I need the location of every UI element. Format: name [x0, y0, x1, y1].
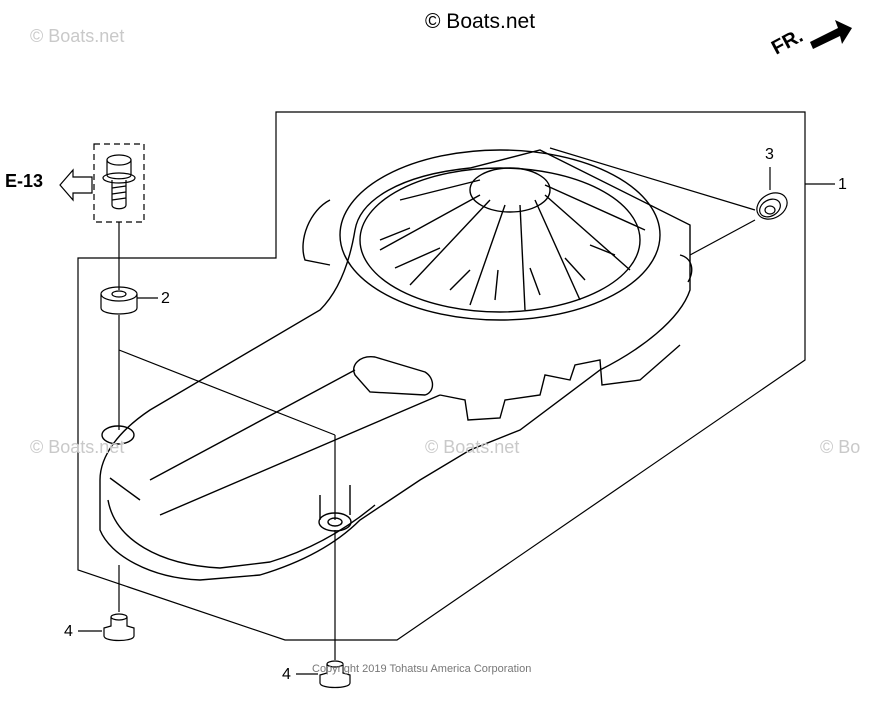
- starter-dome: [339, 149, 661, 321]
- callout-1[interactable]: 1: [838, 176, 847, 193]
- watermark: © Boats.net: [30, 26, 125, 46]
- callout-3[interactable]: 3: [765, 146, 774, 163]
- ref-arrow: [59, 168, 93, 202]
- ref-label-e13[interactable]: E-13: [5, 171, 44, 191]
- copyright: Copyright 2019 Tohatsu America Corporati…: [312, 663, 532, 675]
- collar-4-bottom: [319, 530, 351, 689]
- bolt: [102, 154, 136, 210]
- watermark: © Boats.net: [30, 437, 125, 457]
- watermark: © Bo: [820, 437, 861, 457]
- front-arrow: [810, 20, 852, 49]
- callout-4[interactable]: 4: [64, 623, 73, 640]
- collar-4-left: [103, 565, 135, 642]
- starter-cover: [99, 149, 693, 581]
- watermark-main: © Boats.net: [425, 10, 536, 33]
- callout-4[interactable]: 4: [282, 666, 291, 683]
- grommet-3: [756, 192, 788, 220]
- assembly-outline: [77, 111, 806, 641]
- grommet-2: [100, 286, 138, 315]
- callout-2[interactable]: 2: [161, 290, 170, 307]
- watermark: © Boats.net: [425, 437, 520, 457]
